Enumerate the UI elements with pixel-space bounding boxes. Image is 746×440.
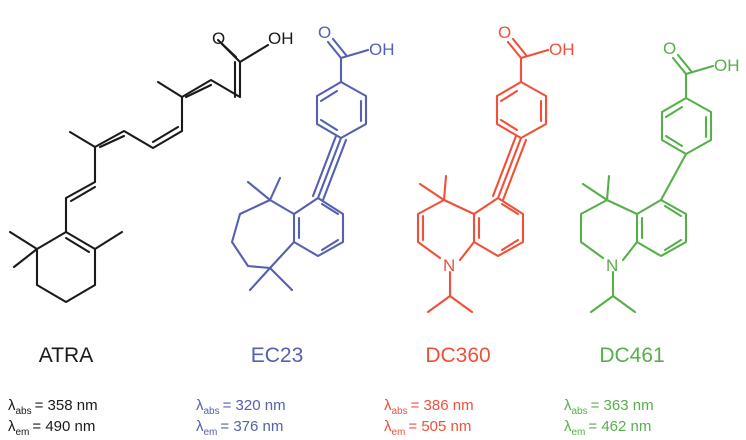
dc360-nitrogen: N bbox=[443, 256, 455, 275]
dc461-hydroxyl: OH bbox=[714, 56, 740, 75]
compound-name-dc461: DC461 bbox=[599, 344, 664, 367]
compound-name-ec23: EC23 bbox=[251, 344, 304, 367]
ec23-carbonyl-oxygen: O bbox=[318, 23, 331, 42]
dc360-lambda-abs: λabs= 386 nm bbox=[384, 397, 474, 417]
compound-name-atra: ATRA bbox=[39, 344, 93, 367]
dc461-lambda-em: λem= 462 nm bbox=[564, 418, 651, 438]
dc360-hydroxyl: OH bbox=[549, 40, 575, 59]
atra-hydroxyl: OH bbox=[268, 29, 294, 48]
dc461-structure bbox=[579, 53, 715, 314]
atra-lambda-abs: λabs= 358 nm bbox=[8, 397, 98, 417]
ec23-lambda-abs: λabs= 320 nm bbox=[196, 397, 286, 417]
dc360-atom-labels: O OH N bbox=[443, 23, 575, 275]
dc360-lambda-em: λem= 505 nm bbox=[384, 418, 471, 438]
dc461-lambda-abs: λabs= 363 nm bbox=[564, 397, 654, 417]
dc360-structure bbox=[416, 37, 550, 314]
ec23-structure bbox=[230, 37, 370, 292]
dc461-carbonyl-oxygen: O bbox=[663, 39, 676, 58]
ec23-hydroxyl: OH bbox=[369, 40, 395, 59]
dc461-nitrogen: N bbox=[606, 256, 618, 275]
atra-carbonyl-oxygen: O bbox=[212, 29, 225, 48]
compound-name-dc360: DC360 bbox=[425, 344, 490, 367]
dc360-carbonyl-oxygen: O bbox=[498, 23, 511, 42]
dc461-atom-labels: O OH N bbox=[606, 39, 740, 275]
atra-atom-labels: O OH bbox=[212, 29, 294, 48]
atra-structure bbox=[8, 38, 270, 304]
ec23-lambda-em: λem= 376 nm bbox=[196, 418, 283, 438]
ec23-atom-labels: O OH bbox=[318, 23, 395, 59]
atra-lambda-em: λem= 490 nm bbox=[8, 418, 95, 438]
